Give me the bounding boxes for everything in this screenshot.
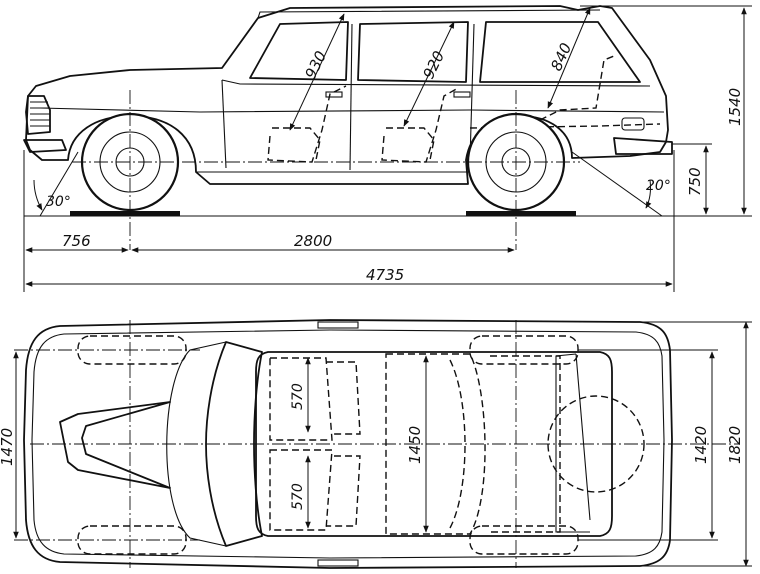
front-grille	[25, 95, 51, 135]
front-bumper	[23, 139, 67, 153]
front-right-seat-top	[269, 449, 333, 531]
c-pillar-seam	[469, 23, 475, 161]
third-seat-outline	[539, 55, 615, 121]
interior-width-label: 1450	[406, 426, 424, 464]
rear-bench-back-top	[449, 359, 466, 529]
cargo-floor	[469, 123, 661, 129]
top-body-inner	[31, 329, 665, 559]
rear-seat-dim-line	[403, 21, 455, 127]
departure-angle-arc	[645, 179, 652, 209]
front-ground-pad	[70, 211, 180, 216]
departure-angle-label: 20°	[646, 178, 671, 194]
rear-right-wheel-top	[469, 525, 579, 555]
belt-line	[221, 79, 651, 87]
front-seat-dim-line	[289, 13, 345, 131]
bumper-height-label: 750	[686, 167, 704, 196]
side-view: 756 2800 4735 30° 20° 1540 750 930 920 8…	[23, 5, 752, 292]
seat-right-width-label: 570	[290, 483, 306, 510]
rear-bumper	[613, 137, 673, 155]
grille-bars	[30, 101, 50, 127]
roof-line	[257, 9, 601, 19]
front-track-label: 1470	[0, 428, 16, 466]
b-pillar-seam	[349, 23, 353, 171]
rear-seat-cushion	[386, 127, 435, 161]
left-mirror	[317, 321, 359, 329]
front-door-handle	[325, 91, 343, 98]
cargo-dim-line	[547, 7, 591, 109]
wheelbase-label: 2800	[294, 232, 332, 250]
top-body-outline	[23, 319, 673, 569]
approach-angle-arc	[33, 179, 43, 211]
front-window	[249, 21, 349, 81]
rear-seat-outline	[381, 87, 459, 163]
approach-angle-label: 30°	[46, 194, 71, 210]
overall-width-label: 1820	[726, 426, 744, 464]
front-door-seam	[221, 79, 227, 169]
front-right-seatback-top	[326, 455, 361, 527]
overall-height-label: 1540	[726, 88, 744, 126]
right-mirror	[317, 559, 359, 567]
rear-window-top	[555, 353, 591, 533]
rear-left-wheel-top	[469, 335, 579, 365]
rear-ground-pad	[466, 211, 576, 216]
rear-door-handle	[453, 91, 471, 98]
middle-window	[357, 21, 469, 83]
approach-angle-line	[39, 151, 79, 217]
roof-panel	[255, 351, 613, 537]
fuel-cap	[621, 117, 645, 131]
rear-track-label: 1420	[692, 426, 710, 464]
front-seat-cushion	[272, 127, 321, 161]
seat-left-width-label: 570	[290, 383, 306, 410]
rear-seat-dim-label: 920	[419, 48, 448, 82]
hood-emblem	[59, 401, 171, 489]
body-crease	[39, 107, 665, 113]
overall-length-label: 4735	[366, 266, 404, 284]
rear-bench-top	[385, 353, 486, 535]
front-left-seatback-top	[326, 361, 361, 435]
cargo-dim-label: 840	[547, 40, 575, 73]
spare-wheel-top	[547, 395, 645, 493]
front-overhang-label: 756	[62, 232, 91, 250]
top-view: 1470 570 570 1450 1420 1820	[0, 319, 752, 569]
